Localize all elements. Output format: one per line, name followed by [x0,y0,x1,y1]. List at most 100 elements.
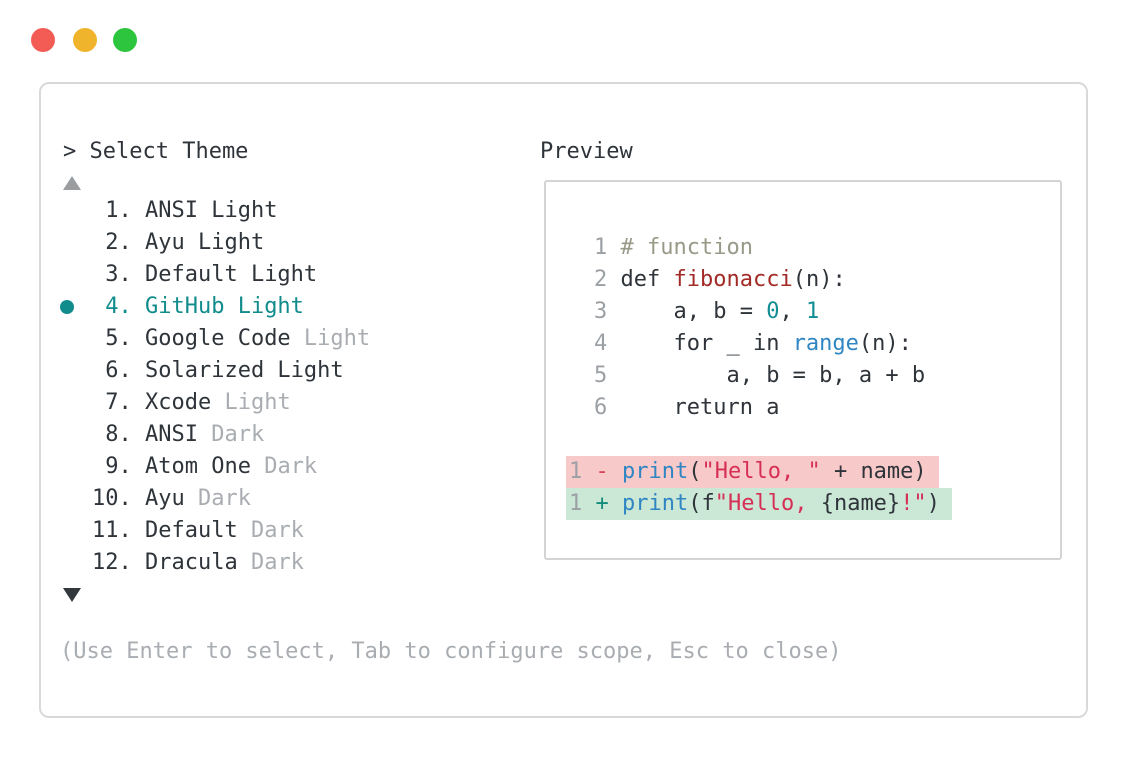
preview-title: Preview [540,139,633,164]
theme-item-number: 7. [92,390,145,415]
theme-item-label: Dracula [144,550,238,575]
code-token-builtin: print [622,491,689,516]
footer-hint: (Use Enter to select, Tab to configure s… [60,639,842,664]
line-number: 2 [594,267,621,292]
code-token-builtin: print [622,459,689,484]
code-token-comment: # function [620,235,753,260]
code-token-plain: (n): [858,331,912,356]
code-token-plain: def [620,267,674,292]
code-token-deletion-sign: - [595,459,622,484]
code-line: 6 return a [546,392,1060,424]
theme-item-number: 10. [92,486,145,511]
line-number: 1 [569,459,596,484]
theme-list-item-8[interactable]: 8. ANSI Dark [92,419,370,451]
theme-item-variant-label: Light [290,326,371,351]
code-token-plain: return a [620,395,780,420]
theme-item-label: Ayu Light [144,230,265,255]
line-number: 1 [594,235,621,260]
traffic-lights [31,28,151,52]
theme-item-variant-label: Light [211,390,291,415]
theme-item-number: 4. [92,294,145,319]
theme-item-number: 12. [92,550,145,575]
theme-list-item-3[interactable]: 3. Default Light [92,259,370,291]
theme-item-label: ANSI [144,422,198,447]
code-line: 5 a, b = b, a + b [546,360,1060,392]
theme-item-number: 2. [92,230,145,255]
theme-item-variant-label: Dark [184,486,251,511]
code-token-number: 0 [766,299,780,324]
code-token-string: !" [900,491,927,516]
line-number: 1 [569,491,596,516]
code-line: 3 a, b = 0, 1 [546,296,1060,328]
theme-item-label: GitHub Light [144,294,304,319]
code-token-function: fibonacci [673,267,793,292]
theme-list-item-11[interactable]: 11. Default Dark [92,515,370,547]
code-token-string: "Hello, [714,491,821,516]
code-token-plain: a, b = [620,299,767,324]
line-number: 5 [594,363,621,388]
line-number: 4 [594,331,621,356]
theme-item-number: 6. [92,358,145,383]
theme-list-item-12[interactable]: 12. Dracula Dark [92,547,370,579]
theme-item-number: 3. [92,262,145,287]
theme-picker-window: > Select Theme Preview 1. ANSI Light 2. … [39,82,1088,718]
theme-item-number: 1. [92,198,145,223]
line-number: 3 [594,299,621,324]
line-number: 6 [594,395,621,420]
theme-list-item-9[interactable]: 9. Atom One Dark [92,451,370,483]
code-token-plain: ( [688,459,702,484]
diff-highlight-deletion: 1 - print("Hello, " + name) [566,456,939,488]
code-token-number: 1 [805,299,820,324]
theme-item-number: 9. [92,454,145,479]
theme-list-item-7[interactable]: 7. Xcode Light [92,387,370,419]
code-token-string: "Hello, " [701,459,821,484]
scroll-down-icon[interactable] [63,588,81,602]
theme-item-variant-label: Dark [250,454,318,479]
code-blank-line [546,424,1060,456]
code-token-addition-sign: + [595,491,622,516]
theme-list-item-2[interactable]: 2. Ayu Light [92,227,370,259]
zoom-button[interactable] [113,28,137,52]
theme-item-label: Ayu [144,486,185,511]
theme-list-item-5[interactable]: 5. Google Code Light [92,323,370,355]
theme-item-label: Default [144,518,238,543]
theme-item-label: Default Light [144,262,318,287]
code-token-plain: (n): [792,267,846,292]
picker-title: > Select Theme [63,139,249,164]
theme-item-variant-label: Dark [237,550,304,575]
code-token-plain: ) [926,491,940,516]
theme-item-number: 5. [92,326,145,351]
code-token-plain: (f [688,491,715,516]
theme-list-item-4[interactable]: 4. GitHub Light [60,291,370,323]
theme-item-label: Solarized Light [144,358,344,383]
theme-list-item-6[interactable]: 6. Solarized Light [92,355,370,387]
scroll-up-icon[interactable] [63,176,81,190]
theme-item-variant-label: Dark [237,518,304,543]
code-token-builtin: range [792,331,859,356]
code-line: 4 for _ in range(n): [546,328,1060,360]
code-line: 1 # function [546,232,1060,264]
theme-item-label: Xcode [144,390,212,415]
theme-item-number: 11. [92,518,145,543]
theme-list-item-1[interactable]: 1. ANSI Light [92,195,370,227]
theme-item-label: Google Code [144,326,291,351]
code-token-plain: for _ in [620,331,793,356]
code-token-plain: , [779,299,806,324]
code-line: 2 def fibonacci(n): [546,264,1060,296]
theme-item-variant-label: Dark [197,422,265,447]
theme-item-number: 8. [92,422,145,447]
diff-line-addition: 1 + print(f"Hello, {name}!") [546,488,1060,520]
diff-highlight-addition: 1 + print(f"Hello, {name}!") [566,488,952,520]
code-token-plain: {name} [820,491,901,516]
code-token-plain: + name) [820,459,927,484]
minimize-button[interactable] [73,28,97,52]
diff-line-deletion: 1 - print("Hello, " + name) [546,456,1060,488]
selected-bullet-icon [60,300,74,314]
code-token-plain: a, b = b, a + b [620,363,926,388]
theme-list: 1. ANSI Light 2. Ayu Light 3. Default Li… [60,195,370,579]
theme-list-item-10[interactable]: 10. Ayu Dark [92,483,370,515]
close-button[interactable] [31,28,55,52]
theme-item-label: ANSI Light [144,198,278,223]
